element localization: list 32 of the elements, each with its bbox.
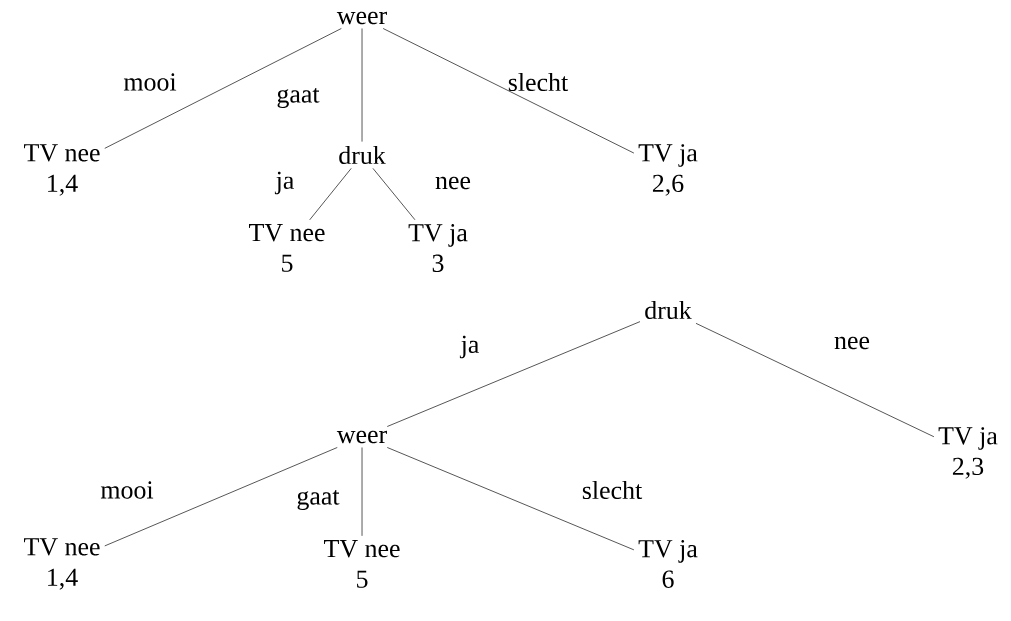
- branch-line: [372, 168, 416, 221]
- decision-label: weer: [336, 430, 387, 444]
- leaf-label: TV nee 1,4: [24, 538, 100, 590]
- leaf-label: TV ja 3: [408, 224, 468, 272]
- edge-label: ja: [459, 335, 479, 359]
- edge-label: slecht: [582, 480, 643, 500]
- branch-line: [104, 28, 342, 149]
- leaf-label: TV ja 2,3: [938, 427, 998, 479]
- edge-label: slecht: [508, 72, 569, 92]
- branch-line: [309, 168, 352, 221]
- branch-line: [386, 321, 641, 427]
- leaf-label: TV ja 2,6: [638, 144, 698, 196]
- edge-label: gaat: [277, 87, 320, 109]
- branch-line: [361, 28, 363, 142]
- edge-label: nee: [834, 336, 870, 350]
- branch-line: [104, 447, 338, 547]
- edge-label: ja: [274, 171, 294, 195]
- branch-line: [695, 323, 935, 438]
- edge-label: nee: [435, 176, 471, 190]
- decision-label: druk: [339, 145, 386, 165]
- leaf-label: TV nee 1,4: [24, 144, 100, 196]
- branch-line: [386, 447, 635, 551]
- edge-label: mooi: [100, 481, 154, 499]
- branch-line: [382, 28, 635, 154]
- edge-label: gaat: [297, 489, 340, 511]
- leaf-label: TV ja 6: [638, 540, 698, 588]
- branch-line: [361, 447, 363, 537]
- decision-label: druk: [645, 300, 692, 320]
- edge-label: mooi: [123, 73, 177, 91]
- decision-label: weer: [336, 11, 387, 25]
- leaf-label: TV nee 5: [249, 224, 325, 272]
- leaf-label: TV nee 5: [324, 540, 400, 588]
